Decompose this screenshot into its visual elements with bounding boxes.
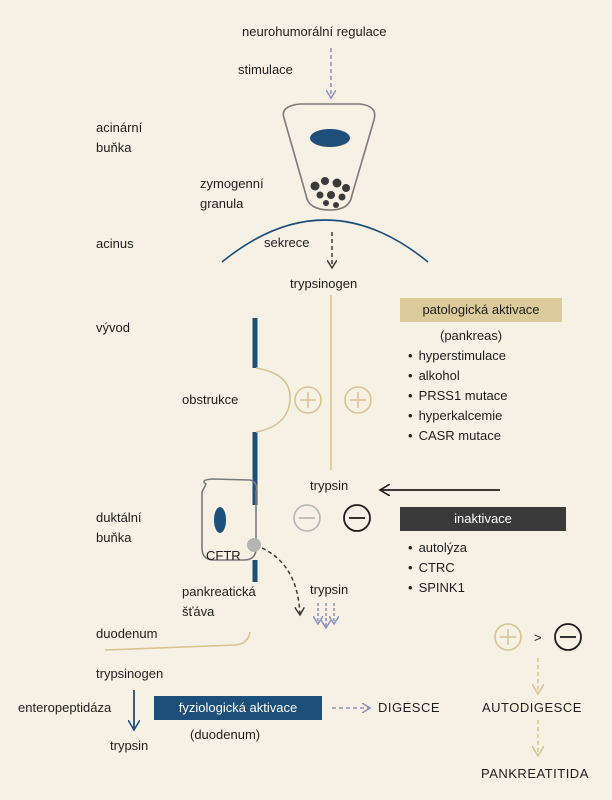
zymogen-granules	[310, 177, 350, 208]
minus-sign-black	[343, 504, 371, 532]
minus-sign-gray	[293, 504, 321, 532]
secretion-label: sekrece	[264, 235, 310, 250]
pancreatitis-label: PANKREATITIDA	[481, 766, 589, 781]
acinar-cell	[282, 103, 376, 211]
cftr-label: CFTR	[206, 548, 241, 563]
trypsin-bottom-label: trypsin	[110, 738, 149, 753]
plus-sign-pathologic	[344, 386, 372, 414]
plus-sign-autodigestion	[494, 623, 522, 651]
obstruction-label: obstrukce	[182, 392, 239, 407]
list-item: alkohol	[408, 366, 507, 386]
pathologic-activation-title: patologická aktivace	[400, 298, 562, 322]
inactivation-list: autolýza CTRC SPINK1	[408, 538, 467, 598]
list-item: PRSS1 mutace	[408, 386, 508, 406]
greater-than-sign: >	[534, 630, 542, 645]
trypsinogen-bottom-label: trypsinogen	[96, 666, 164, 681]
duodenum-line	[104, 631, 251, 651]
acinar-cell-label: acinární buňka	[96, 120, 143, 155]
list-item: SPINK1	[408, 578, 467, 598]
list-item: hyperkalcemie	[408, 406, 507, 426]
pathologic-causes-list: hyperstimulace alkohol PRSS1 mutace hype…	[408, 346, 508, 446]
acinus-arc	[221, 219, 429, 263]
acinus-label: acinus	[96, 236, 134, 251]
digestion-label: DIGESCE	[378, 700, 441, 715]
physiologic-activation-title: fyziologická aktivace	[154, 696, 322, 720]
list-item: CTRC	[408, 558, 467, 578]
obstruction-bulge	[255, 367, 291, 433]
plus-sign-obstruction	[294, 386, 322, 414]
ductal-nucleus	[214, 507, 226, 533]
pathologic-activation-subtitle: (pankreas)	[440, 328, 503, 343]
inactivation-title: inaktivace	[400, 507, 566, 531]
stimulation-label: stimulace	[238, 62, 293, 77]
duct-label: vývod	[96, 320, 130, 335]
cftr-channel	[247, 538, 261, 552]
ductal-cell-label: duktální buňka	[96, 510, 142, 545]
acinar-nucleus	[310, 129, 350, 147]
pancreatic-juice-arrow	[261, 547, 300, 615]
enteropeptidase-label: enteropeptidáza	[18, 700, 112, 715]
trypsinogen-top-label: trypsinogen	[290, 276, 358, 291]
list-item: CASR mutace	[408, 426, 507, 446]
minus-sign-autodigestion	[554, 623, 582, 651]
trypsin-juice-label: trypsin	[310, 582, 349, 597]
physiologic-activation-subtitle: (duodenum)	[190, 727, 261, 742]
pancreatic-juice-label: pankreatická šťáva	[182, 584, 256, 619]
zymogen-granules-label: zymogenní granula	[200, 176, 264, 211]
trypsin-mid-label: trypsin	[310, 478, 349, 493]
list-item: autolýza	[408, 538, 467, 558]
duodenum-label: duodenum	[96, 626, 158, 641]
neurohumoral-regulation-label: neurohumorální regulace	[242, 24, 387, 39]
autodigestion-label: AUTODIGESCE	[482, 700, 582, 715]
list-item: hyperstimulace	[408, 346, 507, 366]
